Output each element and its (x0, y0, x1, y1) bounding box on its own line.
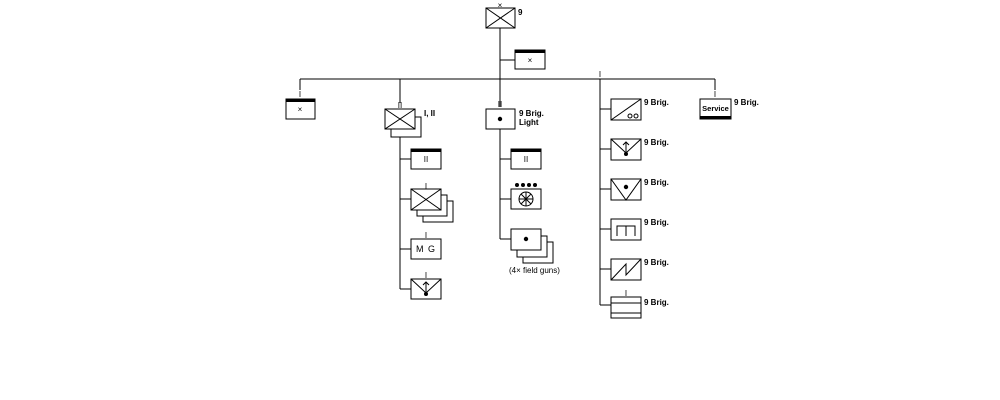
anti-tank-label: 9 Brig. (644, 138, 669, 147)
mg-text: M G (416, 244, 436, 254)
hq-staff-node[interactable]: × (514, 49, 546, 70)
medical-bars-icon (611, 302, 641, 314)
engineer-icon (616, 225, 636, 236)
anti-aircraft-node[interactable]: 9 Brig. (610, 178, 669, 201)
armored-car-icon (610, 98, 642, 121)
battalion-hq-size-text: II (424, 155, 428, 164)
engineer-node[interactable]: 9 Brig. (610, 218, 669, 241)
battalion-hq-bar-icon (411, 149, 441, 152)
artillery-label-line1: 9 Brig. (519, 109, 544, 118)
machine-gun-company-node[interactable]: I M G (410, 231, 442, 260)
connector-lines (299, 28, 716, 306)
artillery-hq-bar-icon (511, 149, 541, 152)
infantry-companies-size-mark: I (425, 182, 427, 191)
infantry-anti-tank-node[interactable]: I (410, 271, 442, 300)
observation-wheel-icon (518, 191, 534, 207)
observation-battery-node[interactable] (510, 183, 542, 210)
infantry-companies-node[interactable]: I (410, 182, 454, 223)
service-size-mark: I (714, 90, 716, 99)
battalion-hq-node[interactable]: II (410, 148, 442, 170)
artillery-size-mark: II (498, 100, 502, 109)
hq-staff-bar-icon (515, 50, 545, 53)
medical-label: 9 Brig. (644, 298, 669, 307)
engineer-label: 9 Brig. (644, 218, 669, 227)
anti-aircraft-icon (610, 178, 642, 201)
left-unit-size-mark: I (299, 90, 301, 99)
hq-company-bar-icon (286, 99, 315, 102)
anti-tank-node[interactable]: 9 Brig. (610, 138, 669, 161)
artillery-hq-node[interactable]: II (510, 148, 542, 170)
signals-icon (610, 258, 642, 281)
mg-size-mark: I (425, 231, 427, 240)
signals-label: 9 Brig. (644, 258, 669, 267)
armored-car-label: 9 Brig. (644, 98, 669, 107)
support-size-mark: I (599, 70, 601, 79)
brigade-hq-node[interactable]: × 9 (485, 1, 523, 29)
infantry-cross-icon (384, 108, 416, 130)
anti-aircraft-label: 9 Brig. (644, 178, 669, 187)
battery-dots-icon (515, 183, 537, 187)
hq-company-node[interactable]: I × (285, 90, 316, 120)
anti-tank-icon (610, 138, 642, 156)
service-label: 9 Brig. (734, 98, 759, 107)
infantry-battalions-label: I, II (424, 109, 435, 118)
infantry-at-size-mark: I (425, 271, 427, 280)
hq-company-x-icon: × (298, 105, 303, 114)
field-gun-dot-icon (523, 236, 529, 242)
artillery-dot-icon (497, 116, 503, 122)
signals-node[interactable]: 9 Brig. (610, 258, 669, 281)
artillery-hq-size-text: II (524, 155, 528, 164)
service-bar-icon (700, 116, 731, 119)
artillery-label-line2: Light (519, 118, 539, 127)
anti-tank-icon (410, 278, 442, 296)
hq-staff-x-icon: × (528, 56, 533, 65)
hq-label: 9 (518, 8, 523, 17)
infantry-cross-icon (410, 188, 442, 211)
infantry-battalions-node[interactable]: II I, II (384, 101, 435, 138)
medical-size-mark: I (625, 289, 627, 298)
infantry-size-mark: II (398, 101, 402, 110)
field-gun-batteries-node[interactable]: (4× field guns) (509, 228, 560, 275)
hq-size-mark: × (498, 1, 503, 10)
service-node[interactable]: I Service 9 Brig. (699, 90, 759, 120)
field-guns-note: (4× field guns) (509, 266, 560, 275)
light-artillery-node[interactable]: II 9 Brig. Light (485, 100, 544, 130)
medical-node[interactable]: I 9 Brig. (610, 289, 669, 319)
armored-car-node[interactable]: 9 Brig. (610, 98, 669, 121)
service-text: Service (702, 104, 729, 113)
infantry-cross-icon (485, 7, 516, 29)
